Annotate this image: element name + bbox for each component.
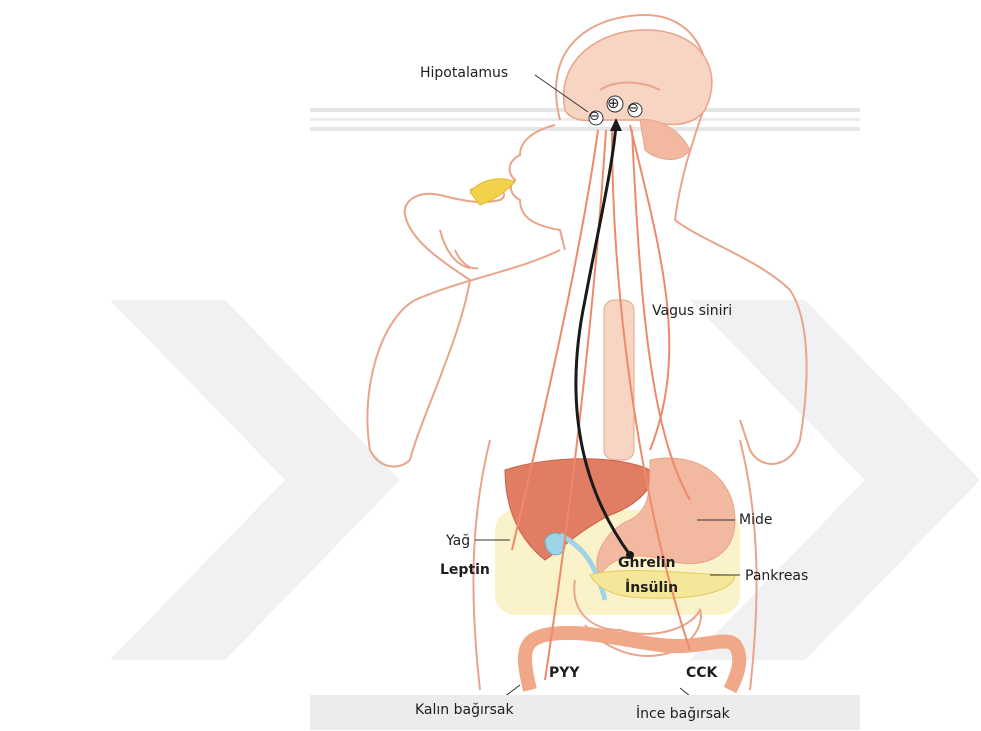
bottom-band [310,695,860,730]
label-hypothalamus: Hipotalamus [420,65,508,81]
label-cck: CCK [686,665,717,681]
label-pyy: PYY [549,665,580,681]
large-intestine [525,633,739,690]
label-fat: Yağ [446,533,470,549]
minus-sign-glyph-left: ⊖ [589,109,600,124]
label-vagus-nerve: Vagus siniri [652,303,732,319]
label-small-intestine: İnce bağırsak [636,706,730,722]
label-insulin: İnsülin [625,580,678,596]
plus-sign-glyph: ⊕ [607,94,620,112]
label-large-intestine: Kalın bağırsak [415,702,514,718]
brain [564,30,712,160]
minus-sign-glyph-right: ⊖ [628,101,639,116]
label-leptin: Leptin [440,562,490,578]
label-pancreas: Pankreas [745,568,808,584]
label-ghrelin: Ghrelin [618,555,675,571]
label-stomach: Mide [739,512,772,528]
